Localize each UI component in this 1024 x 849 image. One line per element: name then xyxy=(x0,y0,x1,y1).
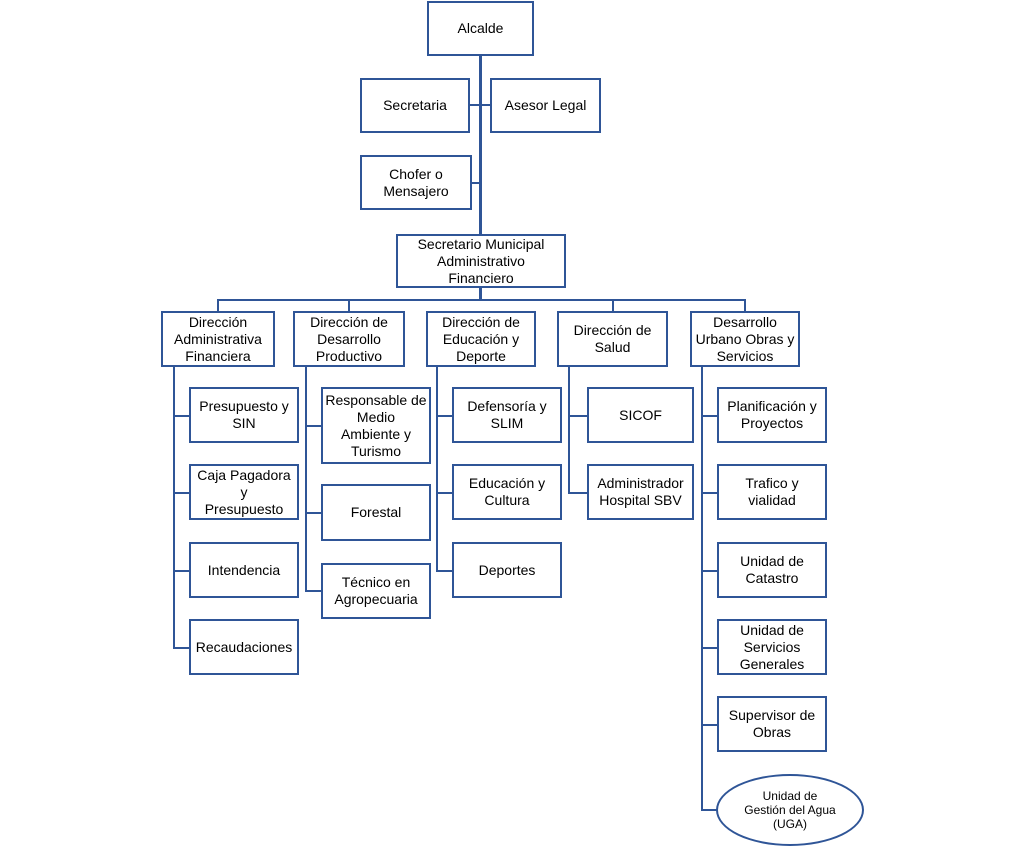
node-presupuesto-sin: Presupuesto y SIN xyxy=(189,387,299,443)
node-defensoria: Defensoría y SLIM xyxy=(452,387,562,443)
node-asesor-legal: Asesor Legal xyxy=(490,78,601,133)
node-sicof: SICOF xyxy=(587,387,694,443)
connector-line xyxy=(612,299,614,312)
node-servicios-generales: Unidad de Servicios Generales xyxy=(717,619,827,675)
connector-line xyxy=(436,570,453,572)
connector-line xyxy=(173,647,190,649)
connector-line xyxy=(701,492,718,494)
connector-line xyxy=(173,492,190,494)
connector-line xyxy=(436,492,453,494)
node-secretario-municipal: Secretario Municipal Administrativo Fina… xyxy=(396,234,566,288)
connector-line xyxy=(305,590,322,592)
connector-line xyxy=(305,512,322,514)
node-tecnico-agropecuaria: Técnico en Agropecuaria xyxy=(321,563,431,619)
connector-line xyxy=(173,570,190,572)
node-educacion-cultura: Educación y Cultura xyxy=(452,464,562,520)
connector-line xyxy=(568,366,570,494)
connector-line xyxy=(217,299,746,301)
node-forestal: Forestal xyxy=(321,484,431,541)
node-desarrollo-urbano: Desarrollo Urbano Obras y Servicios xyxy=(690,311,800,367)
node-catastro: Unidad de Catastro xyxy=(717,542,827,598)
connector-line xyxy=(217,299,219,312)
connector-line xyxy=(701,570,718,572)
connector-line xyxy=(173,366,175,648)
node-direccion-educacion: Dirección de Educación y Deporte xyxy=(426,311,536,367)
connector-line xyxy=(701,724,718,726)
connector-line xyxy=(436,415,453,417)
connector-line xyxy=(701,809,718,811)
connector-line xyxy=(479,55,482,235)
node-trafico-vialidad: Trafico y vialidad xyxy=(717,464,827,520)
connector-line xyxy=(568,492,588,494)
connector-line xyxy=(568,415,588,417)
node-secretaria: Secretaria xyxy=(360,78,470,133)
connector-line xyxy=(479,287,482,301)
node-chofer: Chofer o Mensajero xyxy=(360,155,472,210)
node-uga: Unidad de Gestión del Agua (UGA) xyxy=(716,774,864,846)
node-direccion-productivo: Dirección de Desarrollo Productivo xyxy=(293,311,405,367)
connector-line xyxy=(436,366,438,571)
node-caja-pagadora: Caja Pagadora y Presupuesto xyxy=(189,464,299,520)
node-recaudaciones: Recaudaciones xyxy=(189,619,299,675)
connector-line xyxy=(744,299,746,312)
connector-line xyxy=(305,366,307,592)
connector-line xyxy=(348,299,350,312)
node-intendencia: Intendencia xyxy=(189,542,299,598)
node-deportes: Deportes xyxy=(452,542,562,598)
connector-line xyxy=(701,366,703,811)
node-administrador-hospital: Administrador Hospital SBV xyxy=(587,464,694,520)
node-medio-ambiente: Responsable de Medio Ambiente y Turismo xyxy=(321,387,431,464)
connector-line xyxy=(305,425,322,427)
node-direccion-administrativa: Dirección Administrativa Financiera xyxy=(161,311,275,367)
connector-line xyxy=(701,415,718,417)
connector-line xyxy=(173,415,190,417)
connector-line xyxy=(701,647,718,649)
connector-line xyxy=(469,104,491,106)
connector-line xyxy=(472,182,482,184)
node-alcalde: Alcalde xyxy=(427,1,534,56)
node-planificacion: Planificación y Proyectos xyxy=(717,387,827,443)
node-direccion-salud: Dirección de Salud xyxy=(557,311,668,367)
node-supervisor-obras: Supervisor de Obras xyxy=(717,696,827,752)
